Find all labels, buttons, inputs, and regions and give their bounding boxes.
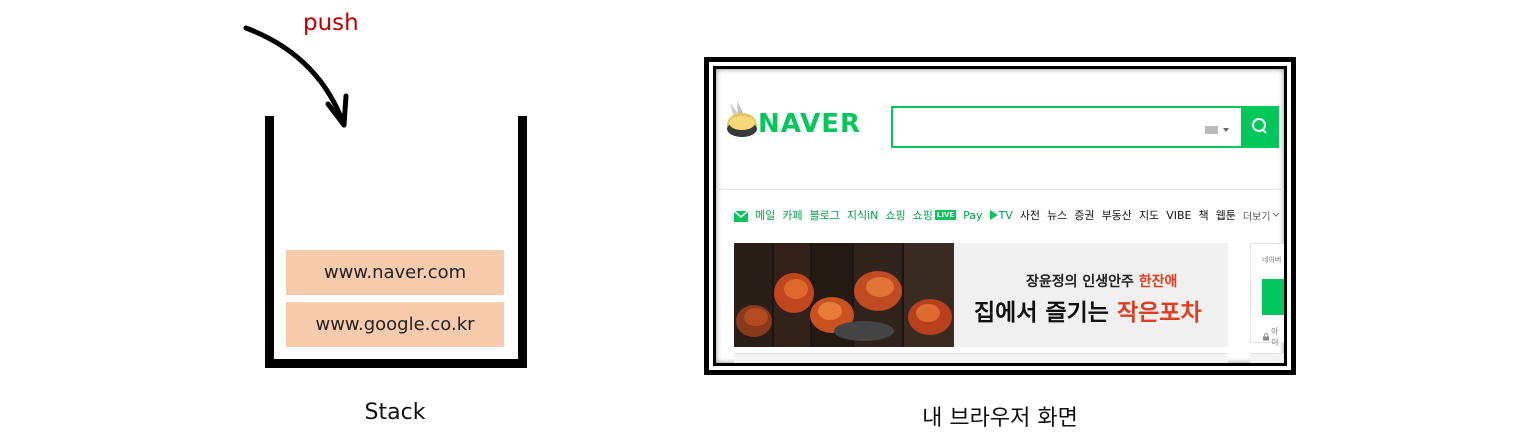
nav-item-news[interactable]: 뉴스 [1047,209,1068,222]
nav-item-shopping[interactable]: 쇼핑 [885,209,906,222]
search-icon [1252,118,1267,134]
lock-row[interactable]: 아이 [1263,326,1284,348]
nav-item-blog[interactable]: 블로그 [809,209,840,222]
browser-screenshot-frame: NAVER 메일 카페 블로그 지식iN 쇼핑 [704,57,1296,375]
lock-icon [1263,333,1270,341]
login-button[interactable] [1262,279,1284,315]
login-panel-label: 네이버 [1262,256,1282,264]
stack-caption: Stack [364,400,426,425]
banner-headline-2: 집에서 즐기는 작은포차 [974,293,1202,327]
chevron-down-icon [1273,212,1280,217]
stack-item-label: www.google.co.kr [315,314,475,335]
food-photo-image [734,243,954,347]
nav-item-more[interactable]: 더보기 [1243,208,1281,223]
content-strip-side [1250,353,1284,363]
banner-headline-1: 장윤정의 인생안주 한잔애 [1026,271,1177,291]
nav-item-more-label: 더보기 [1242,211,1271,223]
nav-item-realestate[interactable]: 부동산 [1101,209,1132,222]
nav-item-kin[interactable]: 지식iN [846,209,879,222]
mail-icon [734,210,748,222]
nav-item-map[interactable]: 지도 [1138,209,1160,222]
banner-headline-2-text: 집에서 즐기는 [974,300,1117,326]
nav-item-stock[interactable]: 증권 [1074,209,1095,222]
stack-right-wall [518,116,527,368]
nav-item-tv[interactable]: TV [989,208,1013,222]
naver-logo[interactable]: NAVER [758,109,862,139]
service-nav: 메일 카페 블로그 지식iN 쇼핑 쇼핑 LIVE Pay TV 사전 뉴스 증… [734,207,1280,223]
banner-headline-1-text: 장윤정의 인생안주 [1026,274,1139,290]
play-icon [989,210,998,220]
nav-item-shopping-live[interactable]: 쇼핑 LIVE [913,207,957,223]
search-input[interactable] [891,106,1243,148]
nav-item-cafe[interactable]: 카페 [782,209,803,222]
stack-left-wall [265,116,274,368]
keyboard-icon[interactable] [1205,125,1231,135]
nav-item-tv-label: TV [998,208,1013,222]
nav-item-pay[interactable]: Pay [963,208,983,222]
banner-headline-2-highlight: 작은포차 [1116,300,1202,326]
nav-item-webtoon[interactable]: 웹툰 [1215,209,1236,222]
nav-item-book[interactable]: 책 [1198,209,1209,222]
stack-item: www.google.co.kr [286,302,504,347]
nav-item-dictionary[interactable]: 사전 [1019,209,1041,222]
push-label: push [303,10,359,36]
browser-caption: 내 브라우저 화면 [922,406,1078,431]
nav-item-mail[interactable]: 메일 [755,209,776,222]
naver-mascot-icon [727,101,757,137]
stack-item-label: www.naver.com [323,262,467,283]
nav-item-shopping-live-label: 쇼핑 [912,209,933,222]
search-button[interactable] [1241,106,1279,148]
ad-banner[interactable]: 장윤정의 인생안주 한잔애 집에서 즐기는 작은포차 [734,243,1228,347]
content-strip [734,353,1228,363]
nav-item-vibe[interactable]: VIBE [1166,208,1192,222]
banner-headline-1-highlight: 한잔애 [1138,274,1178,290]
stack-item: www.naver.com [286,250,504,295]
push-arrow-icon [243,25,349,128]
lock-row-label: 아이 [1271,327,1279,347]
header-divider [716,189,1284,190]
browser-viewport: NAVER 메일 카페 블로그 지식iN 쇼핑 [713,66,1287,366]
live-badge: LIVE [934,210,957,220]
stack-bottom [265,359,527,368]
